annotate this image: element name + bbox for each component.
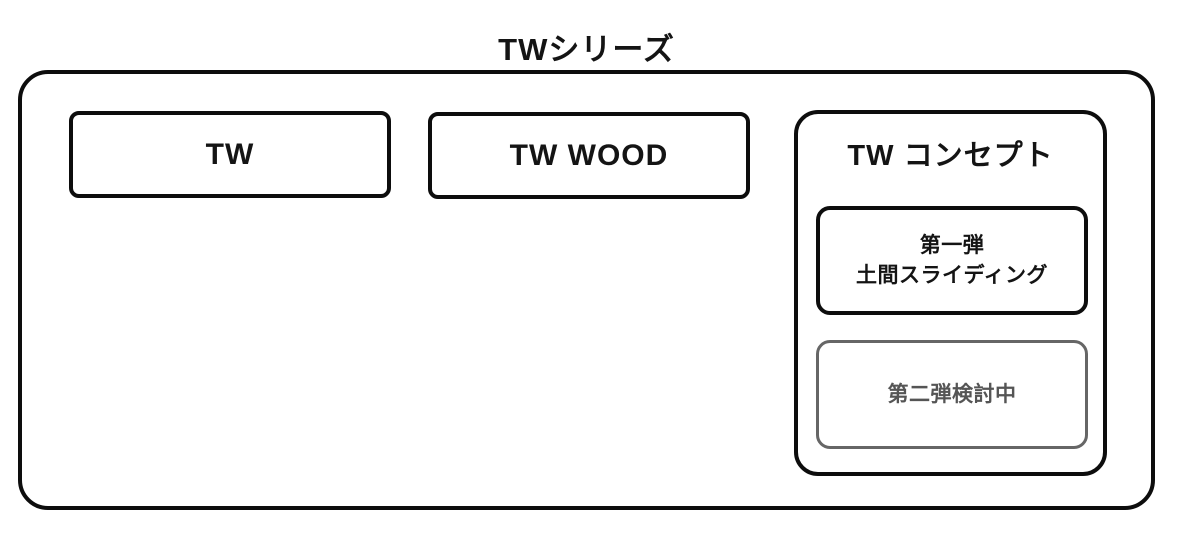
tw-concept-title: TW コンセプト [847, 140, 1054, 172]
phase-1-line2: 土間スライディング [855, 263, 1049, 287]
phase-1-line1: 第一弾 [919, 234, 985, 258]
box-tw-label: TW [205, 137, 255, 171]
phase-2-box: 第二弾検討中 [816, 340, 1088, 449]
box-tw: TW [69, 111, 391, 198]
tw-series-container: TW TW WOOD TW コンセプト 第一弾 土間スライディング 第二弾検討中 [18, 70, 1155, 510]
phase-2-label: 第二弾検討中 [887, 382, 1017, 406]
diagram-title: TWシリーズ [498, 32, 675, 67]
box-tw-wood: TW WOOD [428, 112, 750, 199]
box-tw-concept: TW コンセプト 第一弾 土間スライディング 第二弾検討中 [794, 110, 1107, 476]
box-tw-wood-label: TW WOOD [509, 138, 669, 172]
phase-1-box: 第一弾 土間スライディング [816, 206, 1088, 315]
